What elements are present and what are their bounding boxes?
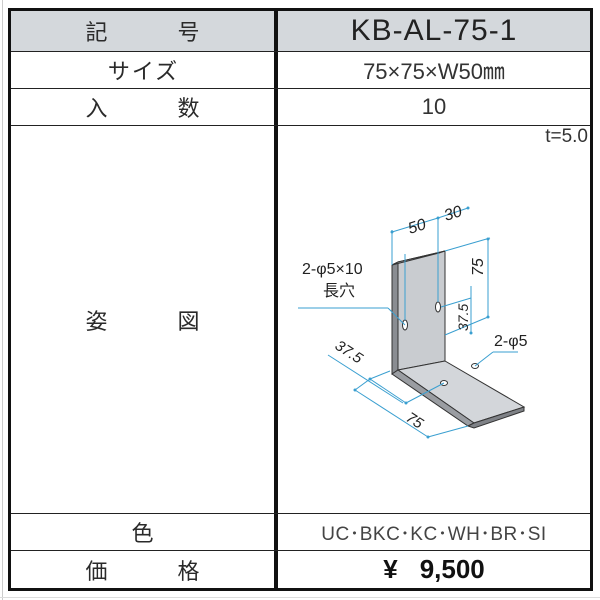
quantity-value: 10 xyxy=(421,94,447,119)
frame-edge-bottom xyxy=(0,597,600,598)
quantity-label: 入 数 xyxy=(85,97,224,122)
color-options: UC･BKC･KC･WH･BR･SI xyxy=(321,523,547,545)
header-value-cell: KB-AL-75-1 xyxy=(278,11,590,51)
round-holes-callout: 2-φ5 xyxy=(494,333,528,350)
product-code: KB-AL-75-1 xyxy=(350,14,518,47)
dimension-dots xyxy=(353,206,490,439)
color-row: 色 UC･BKC･KC･WH･BR･SI xyxy=(11,514,590,551)
size-value-cell: 75×75×W50㎜ xyxy=(278,52,590,88)
quantity-label-cell: 入 数 xyxy=(11,89,274,125)
color-value-cell: UC･BKC･KC･WH･BR･SI xyxy=(278,514,590,550)
spec-table: 記 号 KB-AL-75-1 サイズ 75×75×W50㎜ 入 数 10 xyxy=(8,8,593,591)
size-label-cell: サイズ xyxy=(11,52,274,88)
drawing-label: 姿 図 xyxy=(85,309,224,335)
dim-75-vertical-label: 75 xyxy=(470,258,487,276)
dim-37-5-depth-label: 37.5 xyxy=(332,337,366,368)
dim-37-5-vertical-label: 37.5 xyxy=(455,304,471,331)
bracket-body xyxy=(391,250,526,429)
price-row: 価 格 ¥9,500 xyxy=(11,551,590,588)
quantity-value-cell: 10 xyxy=(278,89,590,125)
dim-75-depth-label: 75 xyxy=(403,409,427,433)
column-divider xyxy=(274,126,278,513)
dimension-lines xyxy=(298,207,518,438)
price-amount: 9,500 xyxy=(419,554,485,584)
dim-30-label: 30 xyxy=(442,203,464,225)
color-label: 色 xyxy=(131,522,154,547)
drawing-cell: t=5.0 xyxy=(278,126,590,513)
column-divider xyxy=(274,551,278,588)
price-value-cell: ¥9,500 xyxy=(278,551,590,588)
header-row: 記 号 KB-AL-75-1 xyxy=(11,11,590,52)
code-label: 記 号 xyxy=(85,21,224,46)
size-value: 75×75×W50㎜ xyxy=(363,59,505,84)
price-value: ¥9,500 xyxy=(383,554,485,585)
header-label-cell: 記 号 xyxy=(11,11,274,51)
thickness-label: t=5.0 xyxy=(545,126,588,147)
currency-symbol: ¥ xyxy=(383,554,398,584)
size-label: サイズ xyxy=(107,60,180,85)
frame-edge-left xyxy=(2,0,3,600)
quantity-row: 入 数 10 xyxy=(11,89,590,126)
column-divider xyxy=(274,52,278,88)
column-divider xyxy=(274,11,278,51)
slot-holes-callout-type: 長穴 xyxy=(323,282,355,300)
angle-bracket-drawing: 50 30 75 37.5 37.5 75 2-φ5×10 長穴 2-φ5 xyxy=(298,203,528,439)
drawing-label-cell: 姿 図 xyxy=(11,126,274,513)
slot-holes-callout: 2-φ5×10 xyxy=(302,261,363,278)
dim-50-label: 50 xyxy=(406,216,428,238)
price-label-cell: 価 格 xyxy=(11,551,274,588)
price-label: 価 格 xyxy=(85,559,224,585)
size-row: サイズ 75×75×W50㎜ xyxy=(11,52,590,89)
column-divider xyxy=(274,514,278,550)
column-divider xyxy=(274,89,278,125)
drawing-row: 姿 図 t=5.0 xyxy=(11,126,590,514)
color-label-cell: 色 xyxy=(11,514,274,550)
